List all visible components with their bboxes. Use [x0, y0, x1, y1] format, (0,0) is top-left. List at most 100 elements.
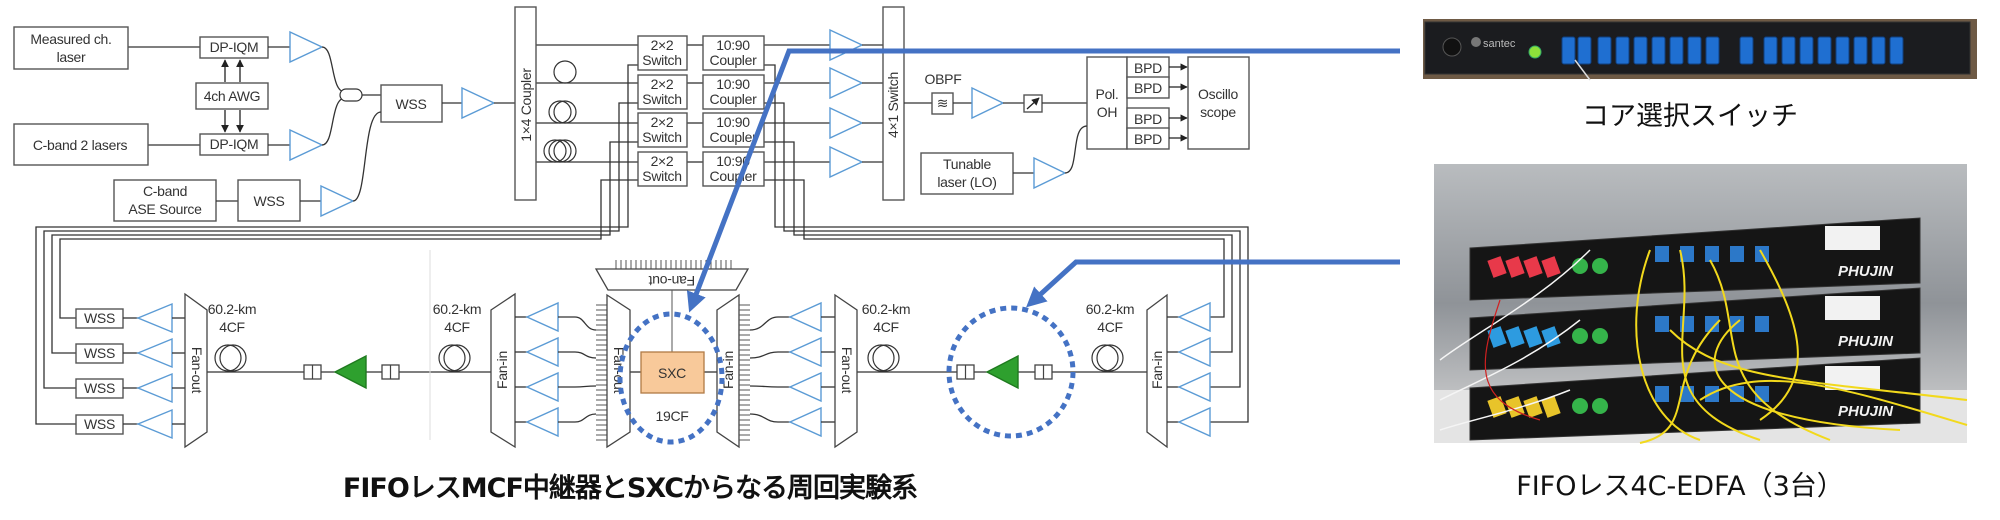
coupler-1x4-label: 1×4 Coupler [518, 68, 534, 142]
power-led [1528, 45, 1542, 59]
sc-connector [1615, 36, 1630, 65]
amplifier-icon [1177, 371, 1211, 403]
fiber-spool-icon [443, 344, 471, 372]
sc-connector [1835, 36, 1850, 65]
phujin-logo: PHUJIN [1838, 263, 1894, 280]
sc-connector [1739, 36, 1754, 65]
loop-return-line [59, 179, 638, 319]
fan-in-label: Fan-in [494, 351, 510, 389]
yellow-fiber [1635, 249, 1701, 441]
sc-connector [1889, 36, 1904, 65]
ase-source-box [113, 179, 217, 222]
fiber-line [321, 46, 346, 93]
amplifier-icon [136, 302, 173, 334]
coupler-label-2: Coupler [710, 91, 758, 107]
callout-arrow-edfa [1026, 259, 1400, 308]
cband-lasers-box [13, 123, 149, 166]
sxc-highlight-circle [617, 311, 725, 445]
coupler-label-2: Coupler [710, 52, 758, 68]
lc-connector [1680, 246, 1694, 262]
coupler-label-2: Coupler [710, 168, 758, 184]
variable-attenuator-icon [1026, 97, 1040, 110]
santec-logo-mark [1471, 37, 1481, 47]
coupler-label-1: 10:90 [716, 153, 750, 169]
fiber-tag [1505, 326, 1525, 348]
sc-connector [1651, 36, 1666, 65]
fiber-line [749, 351, 790, 359]
tunable-laser-label-1: Tunable [943, 156, 991, 172]
fc-connector [1572, 258, 1588, 274]
fiber-line [321, 97, 346, 146]
amplifier-icon [320, 184, 355, 218]
switch-label-1: 2×2 [651, 114, 674, 130]
span-fiber-label: 4CF [444, 319, 470, 335]
lc-connector [1655, 246, 1669, 262]
coupler-1x4-bar [514, 6, 537, 201]
fiber-spool-icon [553, 100, 577, 124]
pol-oh-box [1086, 56, 1128, 150]
fiber-spool-icon [548, 100, 572, 124]
fan-in-device [490, 292, 516, 449]
fc-connector [1572, 398, 1588, 414]
amplifier-icon [829, 106, 864, 140]
amplifier-icon [525, 301, 559, 333]
fiber-line [352, 111, 382, 202]
span-length-label: 60.2-km [862, 301, 910, 317]
lc-connector [1655, 386, 1669, 402]
amplifier-icon [829, 145, 864, 179]
coupler-1090-box [702, 74, 765, 110]
fiber-spool-icon [553, 139, 577, 163]
obpf-filter-icon: ≋ [937, 95, 948, 111]
fan-out-device [834, 293, 858, 449]
amplifier-icon [333, 354, 367, 390]
fiber-tag [1487, 256, 1507, 278]
wss-label: WSS [84, 310, 115, 326]
edfa-highlight-circle [946, 305, 1076, 439]
coupler-label-1: 10:90 [716, 76, 750, 92]
lc-connector [1730, 246, 1744, 262]
fan-out-label: Fan-out [839, 347, 855, 394]
combiner-icon [339, 88, 363, 102]
sc-connector [1669, 36, 1684, 65]
fiber-tag [1541, 396, 1561, 418]
fiber-spool-icon [548, 139, 572, 163]
fiber-spool-icon [543, 139, 567, 163]
amplifier-icon [788, 336, 822, 368]
measured-laser-label-1: Measured ch. [30, 31, 111, 47]
phujin-logo: PHUJIN [1838, 403, 1894, 420]
dp-iqm-label: DP-IQM [210, 136, 259, 152]
fiber-spool-icon [214, 344, 242, 372]
sc-connector [1799, 36, 1814, 65]
fiber-tag [1523, 326, 1543, 348]
fiber-tag [1505, 256, 1525, 278]
fiber-spool-icon [219, 344, 247, 372]
qr-label [1825, 226, 1880, 250]
amplifier-icon [136, 372, 173, 404]
span-fiber-label: 4CF [219, 319, 245, 335]
fan-out-device [184, 292, 208, 449]
span-fiber-label: 4CF [1097, 319, 1123, 335]
amplifier-icon [1177, 336, 1211, 368]
bpd-label: BPD [1134, 111, 1162, 127]
amplifier-icon [525, 371, 559, 403]
sxc-fan-in-device [716, 293, 740, 449]
wss-label: WSS [84, 345, 115, 361]
fiber-tag [1541, 256, 1561, 278]
yellow-fiber [1713, 319, 1901, 431]
span-fiber-label: 4CF [873, 319, 899, 335]
span-length-label: 60.2-km [1086, 301, 1134, 317]
sc-connector [1763, 36, 1778, 65]
ase-label-1: C-band [143, 183, 187, 199]
coupler-label-1: 10:90 [716, 114, 750, 130]
loop-return-line [35, 64, 638, 425]
fiber-spool-icon [553, 60, 577, 84]
wss-label: WSS [84, 416, 115, 432]
fiber-line [1064, 125, 1088, 174]
tunable-laser-box [920, 152, 1014, 195]
sc-connector [1687, 36, 1702, 65]
sc-connector [1817, 36, 1832, 65]
fan-in-device [1146, 293, 1168, 449]
loop-return-line [764, 141, 1233, 353]
